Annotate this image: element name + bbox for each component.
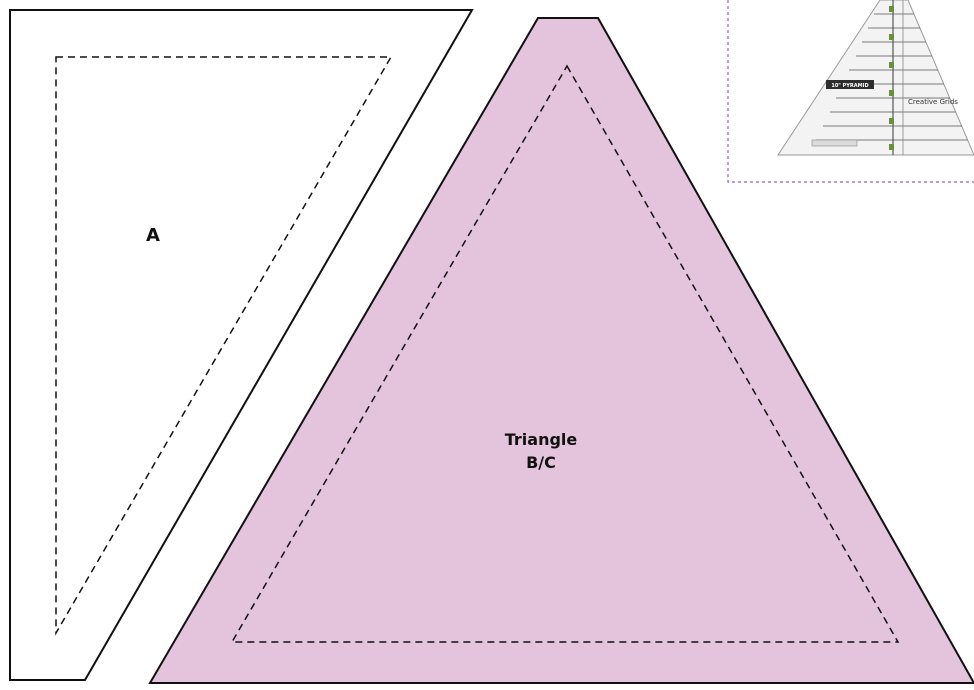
ruler-grid-lines — [816, 13, 968, 141]
ruler-accent-markers — [889, 6, 894, 150]
ruler-body — [777, 0, 974, 156]
piece-a-outline — [9, 9, 474, 681]
piece-a: A — [9, 9, 474, 681]
triangle-bc-label-line2: B/C — [526, 453, 556, 472]
ruler-thumbnail: 10" PYRAMID Creative Grids — [727, 0, 974, 183]
ruler-thumbnail-frame — [727, 0, 974, 183]
piece-a-seam-line — [55, 56, 393, 636]
ruler-label-box-left — [826, 80, 874, 89]
piece-a-label: A — [146, 225, 160, 246]
triangle-bc-seam-line — [230, 64, 900, 643]
ruler-bottom-label — [811, 139, 858, 147]
pyramid-ruler-image: 10" PYRAMID Creative Grids — [777, 0, 974, 156]
ruler-text-left: 10" PYRAMID — [831, 83, 868, 89]
triangle-bc-label-line1: Triangle — [505, 430, 578, 449]
ruler-brand-text: Creative Grids — [908, 98, 958, 106]
triangle-bc: Triangle B/C — [148, 17, 974, 684]
triangle-bc-outline — [148, 17, 974, 684]
